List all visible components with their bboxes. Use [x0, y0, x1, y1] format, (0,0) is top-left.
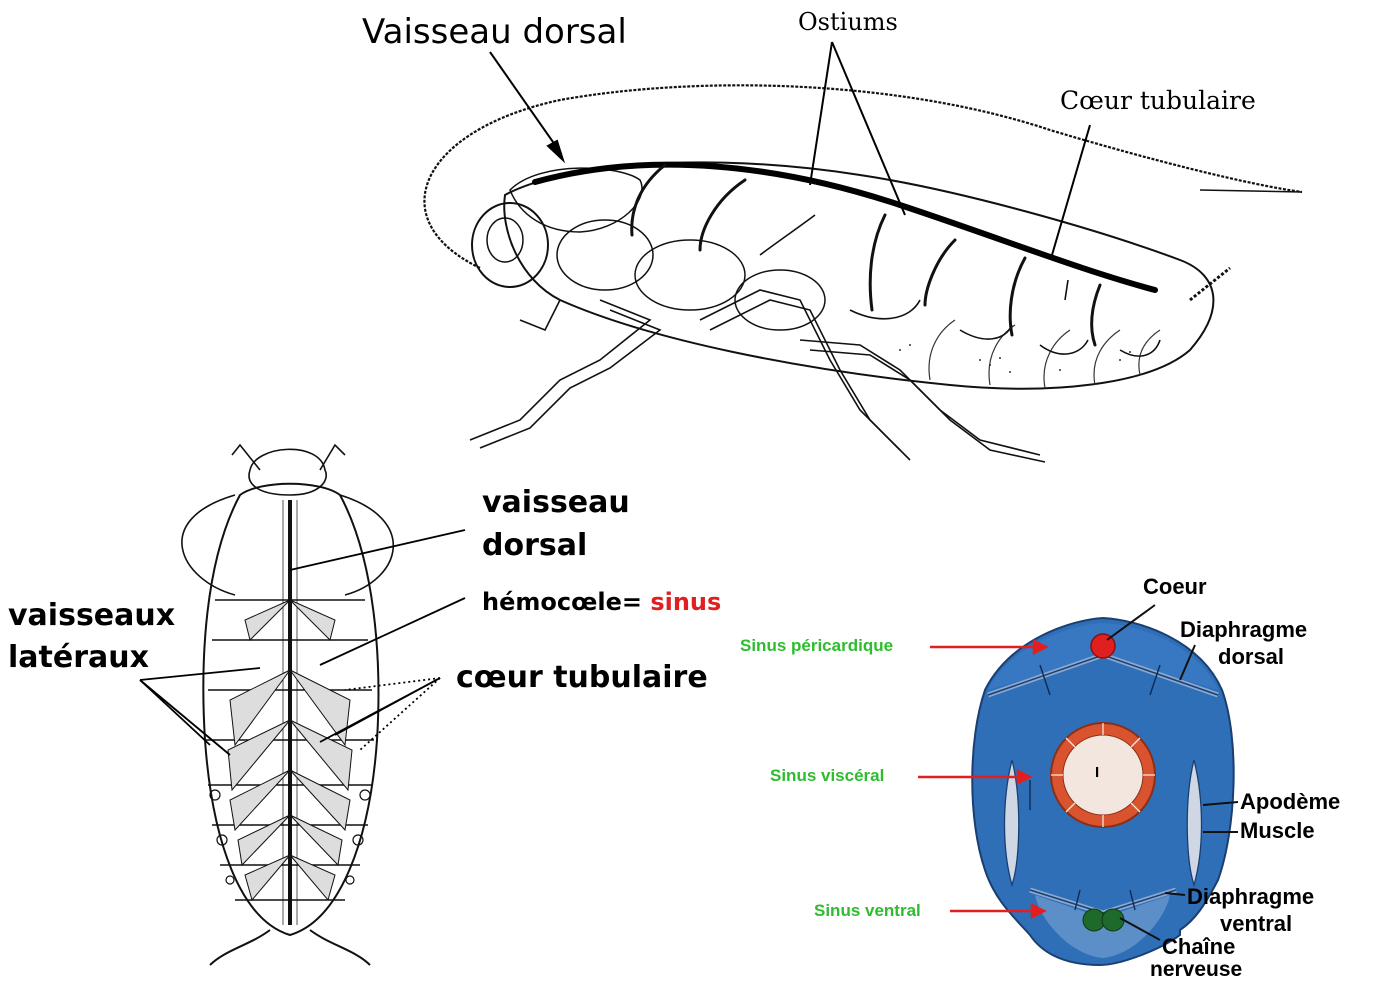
- label-diaphragme-dorsal-line2: dorsal: [1218, 644, 1284, 670]
- label-sinus-pericardique: Sinus péricardique: [740, 636, 893, 656]
- label-chaine-line2: nerveuse: [1150, 958, 1242, 982]
- label-coeur: Coeur: [1143, 574, 1207, 600]
- label-sinus-ventral: Sinus ventral: [814, 901, 921, 921]
- label-chaine-line1: Chaîne: [1162, 934, 1235, 960]
- label-diaphragme-dorsal-line1: Diaphragme: [1180, 617, 1307, 643]
- label-gut-I: I: [1095, 764, 1099, 781]
- label-sinus-visceral: Sinus viscéral: [770, 766, 884, 786]
- label-apodeme: Apodème: [1240, 789, 1340, 815]
- label-muscle: Muscle: [1240, 818, 1315, 844]
- label-diaphragme-ventral-line1: Diaphragme: [1187, 884, 1314, 910]
